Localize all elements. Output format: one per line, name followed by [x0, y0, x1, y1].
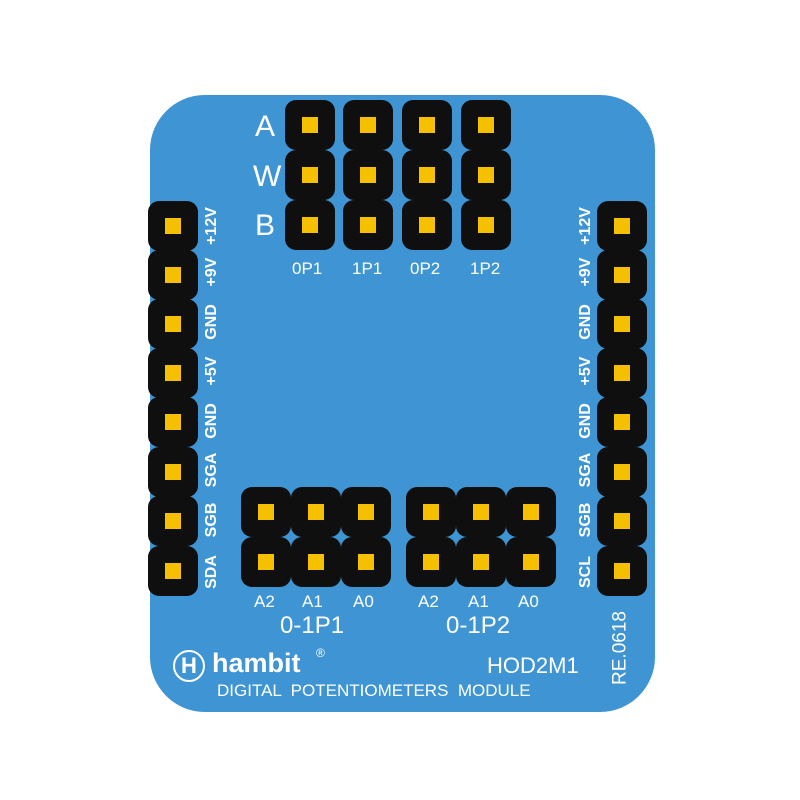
left-header-pin — [148, 250, 198, 300]
registered-mark: ® — [316, 646, 325, 660]
right-pin-label: GND — [577, 304, 594, 340]
left-header-pin — [148, 546, 198, 596]
header1-pin — [291, 487, 341, 537]
top-header-pin — [461, 100, 511, 150]
right-header-pin — [597, 348, 647, 398]
right-header-pin — [597, 201, 647, 251]
left-header-pin — [148, 496, 198, 546]
revision-label: RE.0618 — [609, 611, 631, 685]
left-pin-label: +9V — [203, 257, 220, 287]
module-title: DIGITAL POTENTIOMETERS MODULE — [217, 681, 531, 700]
header2-pin — [406, 537, 456, 587]
row-label-a: A — [255, 110, 276, 143]
header2-pin — [506, 487, 556, 537]
hambit-logo-icon — [173, 650, 205, 682]
header2-pin — [406, 487, 456, 537]
header1-col-a1: A1 — [302, 592, 323, 611]
logo-letter: H — [181, 653, 197, 678]
model-number: HOD2M1 — [487, 653, 579, 678]
col-label-0p1: 0P1 — [292, 259, 323, 278]
left-header-pin — [148, 348, 198, 398]
right-pin-label: SGA — [577, 452, 594, 488]
header1-pin — [241, 537, 291, 587]
top-header-pin — [285, 200, 335, 250]
pcb-board — [150, 95, 655, 712]
left-pin-label: GND — [203, 304, 220, 340]
left-pin-label: +12V — [203, 207, 220, 245]
header1-pin — [241, 487, 291, 537]
top-header-pin — [402, 100, 452, 150]
col-label-1p1: 1P1 — [352, 259, 383, 278]
left-header-pin — [148, 447, 198, 497]
header1-name: 0-1P1 — [280, 612, 345, 639]
col-label-0p2: 0P2 — [410, 259, 441, 278]
top-header-pin — [343, 150, 393, 200]
top-header-pin — [461, 150, 511, 200]
right-header-pin — [597, 299, 647, 349]
row-label-b: B — [255, 209, 276, 242]
top-header-pin — [402, 150, 452, 200]
header1-pin — [341, 487, 391, 537]
right-header-pin — [597, 397, 647, 447]
right-pin-label: GND — [577, 403, 594, 439]
header1-pin — [341, 537, 391, 587]
right-header-pin — [597, 250, 647, 300]
col-label-1p2: 1P2 — [470, 259, 501, 278]
top-header-pin — [343, 200, 393, 250]
header2-col-a0: A0 — [518, 592, 539, 611]
right-pin-label: +5V — [577, 356, 594, 386]
header2-col-a1: A1 — [468, 592, 489, 611]
header2-col-a2: A2 — [418, 592, 439, 611]
right-header-pin — [597, 447, 647, 497]
header2-pin — [506, 537, 556, 587]
right-pin-label: SGB — [577, 502, 594, 538]
right-pin-label: +12V — [577, 207, 594, 245]
header1-col-a0: A0 — [353, 592, 374, 611]
header2-pin — [456, 487, 506, 537]
left-pin-label: +5V — [203, 356, 220, 386]
top-header-pin — [402, 200, 452, 250]
right-pin-label: +9V — [577, 257, 594, 287]
left-pin-label: SGB — [203, 502, 220, 538]
header1-pin — [291, 537, 341, 587]
right-header-pin — [597, 546, 647, 596]
left-header-pin — [148, 397, 198, 447]
row-label-w: W — [253, 160, 282, 193]
header1-col-a2: A2 — [254, 592, 275, 611]
left-pin-label: GND — [203, 403, 220, 439]
top-header-pin — [461, 200, 511, 250]
header2-name: 0-1P2 — [446, 612, 511, 639]
right-header-pin — [597, 496, 647, 546]
right-pin-label: SCL — [577, 556, 594, 588]
top-header-pin — [343, 100, 393, 150]
top-header-pin — [285, 150, 335, 200]
header2-pin — [456, 537, 506, 587]
left-pin-label: SGA — [203, 452, 220, 488]
brand-name: hambit — [212, 648, 301, 678]
top-header-pin — [285, 100, 335, 150]
left-pin-label: SDA — [203, 555, 220, 589]
left-header-pin — [148, 299, 198, 349]
left-header-pin — [148, 201, 198, 251]
